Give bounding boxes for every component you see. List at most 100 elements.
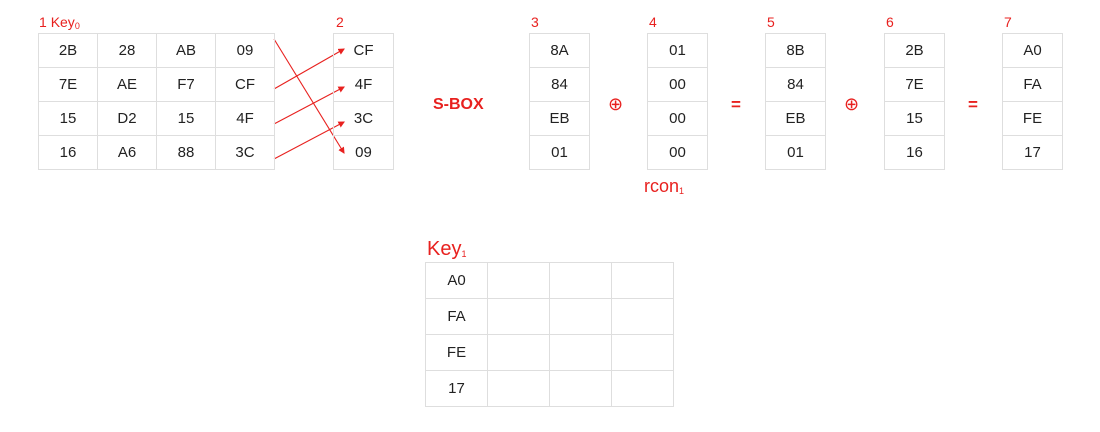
key1-cell [549,298,612,335]
step-5-cell: EB [765,101,826,136]
step-4-cell: 00 [647,135,708,170]
equals-operator-1: = [731,95,741,114]
step-4-row: 00 [647,101,708,136]
step-2-cell: 09 [333,135,394,170]
key1-cell [487,370,550,407]
key0-cell: 88 [156,135,216,170]
key0-cell: 7E [38,67,98,102]
key1-row: A0 [425,262,674,299]
rcon-label: rcon1 [644,176,684,197]
key1-row: 17 [425,370,674,407]
step-4-cell: 00 [647,67,708,102]
step-6-row: 2B [884,33,945,68]
key0-cell: 3C [215,135,275,170]
key1-cell [611,334,674,371]
key1-cell: FE [425,334,488,371]
step-7-row: FE [1002,101,1063,136]
key0-cell: AB [156,33,216,68]
rotation-arrow [273,38,345,154]
key1-cell [549,334,612,371]
step-4-label: 4 [649,14,657,30]
key0-cell: A6 [97,135,157,170]
step-7-row: A0 [1002,33,1063,68]
step-4-row: 01 [647,33,708,68]
key1-cell [487,262,550,299]
key0-cell: 16 [38,135,98,170]
step-7-cell: FA [1002,67,1063,102]
step-6-label: 6 [886,14,894,30]
step-2-row: CF [333,33,394,68]
step-5-row: 84 [765,67,826,102]
step-2-cell: 4F [333,67,394,102]
step-7-row: 17 [1002,135,1063,170]
key0-name: Key [50,14,75,30]
rcon-subscript: 1 [679,186,685,196]
step-4-cell: 00 [647,101,708,136]
step-4-row: 00 [647,135,708,170]
key0-label: 1 Key0 [39,14,80,32]
key1-row: FE [425,334,674,371]
step-4-cell: 01 [647,33,708,68]
step-6-cell: 2B [884,33,945,68]
key0-cell: 28 [97,33,157,68]
key1-row: FA [425,298,674,335]
key0-cell: 2B [38,33,98,68]
step-3-row: 01 [529,135,590,170]
step-6-row: 16 [884,135,945,170]
step-3-row: 84 [529,67,590,102]
step-7-cell: FE [1002,101,1063,136]
step-2-row: 09 [333,135,394,170]
key0-step-number: 1 [39,14,47,30]
xor-operator-2: ⊕ [844,94,860,115]
key1-cell: A0 [425,262,488,299]
step-7-cell: A0 [1002,33,1063,68]
step-2-cell: 3C [333,101,394,136]
key0-cell: 15 [38,101,98,136]
key1-cell [487,298,550,335]
step-3-cell: 84 [529,67,590,102]
step-2-label: 2 [336,14,344,30]
step-7-cell: 17 [1002,135,1063,170]
step-6-cell: 15 [884,101,945,136]
step-5-label: 5 [767,14,775,30]
rotation-arrow [273,86,345,125]
key1-subscript: 1 [461,249,467,259]
rcon-name: rcon [644,176,680,196]
key0-cell: F7 [156,67,216,102]
xor-operator-1: ⊕ [608,94,624,115]
step-2-row: 3C [333,101,394,136]
key1-cell [611,370,674,407]
step-5-cell: 84 [765,67,826,102]
step-3-cell: 8A [529,33,590,68]
step-7-row: FA [1002,67,1063,102]
step-6-cell: 7E [884,67,945,102]
step-3-row: EB [529,101,590,136]
key0-cell: CF [215,67,275,102]
step-3-label: 3 [531,14,539,30]
rotation-arrow [273,121,345,160]
step-5-row: EB [765,101,826,136]
step-5-row: 8B [765,33,826,68]
rotation-arrow [273,48,345,90]
key0-cell: 09 [215,33,275,68]
sbox-label: S-BOX [433,96,484,113]
key1-name: Key [427,238,462,260]
step-5-cell: 8B [765,33,826,68]
equals-operator-2: = [968,95,978,114]
step-3-cell: EB [529,101,590,136]
key1-cell [487,334,550,371]
step-2-cell: CF [333,33,394,68]
key1-cell [549,370,612,407]
